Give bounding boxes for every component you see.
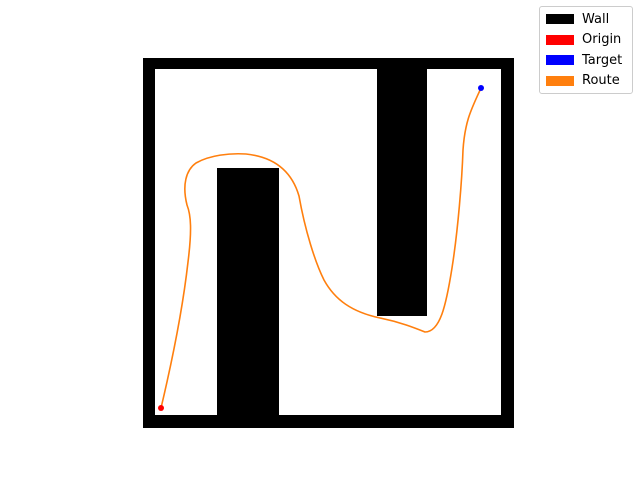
wall-bottom xyxy=(143,415,514,428)
legend-label-origin: Origin xyxy=(582,32,622,48)
wall-inner-upper xyxy=(377,69,427,316)
wall-swatch xyxy=(546,14,574,25)
origin-marker xyxy=(158,405,164,411)
legend-item-origin: Origin xyxy=(546,30,626,51)
legend-item-target: Target xyxy=(546,50,626,71)
legend-label-route: Route xyxy=(582,73,620,89)
legend-item-route: Route xyxy=(546,71,626,92)
route-swatch xyxy=(546,75,574,86)
wall-right xyxy=(501,58,514,428)
wall-top xyxy=(143,58,514,69)
target-marker xyxy=(478,85,484,91)
route-path xyxy=(160,87,482,409)
legend: Wall Origin Target Route xyxy=(539,6,633,94)
legend-label-wall: Wall xyxy=(582,11,610,27)
wall-left xyxy=(143,58,155,428)
wall-inner-lower xyxy=(217,168,279,415)
target-swatch xyxy=(546,55,574,66)
legend-item-wall: Wall xyxy=(546,9,626,30)
origin-swatch xyxy=(546,34,574,45)
legend-label-target: Target xyxy=(582,52,623,68)
